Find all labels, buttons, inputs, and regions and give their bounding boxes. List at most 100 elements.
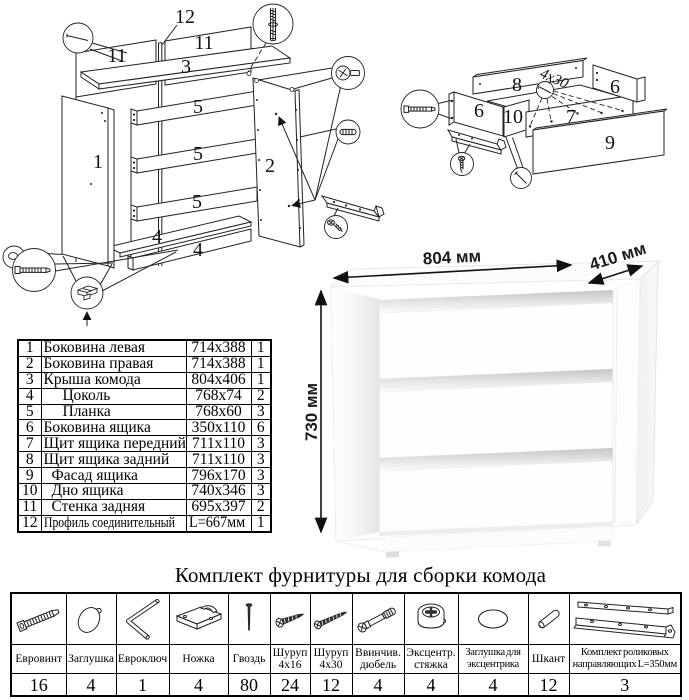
part-number-cell: 6 (17, 419, 42, 437)
cap-icon (77, 607, 102, 633)
part-number-cell: 1 (17, 339, 42, 357)
label-back-right: 11 (194, 32, 213, 54)
part-name-cell: Дно ящика (40, 483, 187, 500)
roller-guides-icon (572, 601, 676, 639)
part-size-cell: 796x170 (185, 467, 252, 485)
wood-dowel-icon (537, 609, 560, 629)
hardware-qty-row: 16 4 1 4 80 24 12 4 4 4 12 3 (10, 673, 682, 697)
part-qty-cell: 6 (250, 419, 272, 437)
hardware-item-qty: 4 (65, 673, 117, 697)
width-dimension-label: 804 мм (422, 246, 481, 268)
drawer-nail-circle (505, 135, 532, 189)
side-panel-right (252, 77, 305, 248)
part-name-cell: Боковина правая (40, 355, 187, 373)
part-name-cell: Боковина ящика (40, 419, 187, 437)
foot-detail-circle (62, 251, 177, 326)
part-qty-cell: 1 (250, 355, 272, 373)
label-drawer-back: 8 (512, 74, 522, 96)
part-qty-cell: 3 (250, 435, 272, 453)
plinth-flat (106, 215, 253, 258)
part-number-cell: 5 (17, 403, 42, 421)
part-size-text: L=667мм (188, 515, 245, 532)
foot-icon (175, 605, 222, 630)
euroscrew-detail-circle (12, 248, 179, 292)
drawer-back-panel (472, 57, 588, 95)
label-side-left: 1 (93, 151, 103, 173)
label-drawer-side-right: 6 (610, 76, 620, 98)
part-name-text: Профиль соединительный (43, 515, 175, 532)
width-arrow (332, 259, 573, 284)
hardware-item-label: Евровинт (10, 644, 67, 674)
depth-arrow (587, 264, 644, 285)
label-drawer-side-left: 6 (474, 100, 484, 122)
part-size-cell: 740x346 (185, 483, 252, 500)
part-qty-cell: 3 (250, 483, 272, 500)
hardware-item-label: Шуруп 4x16 (269, 644, 311, 674)
part-qty-cell: 3 (250, 451, 272, 469)
part-name-cell: Планка (40, 403, 187, 421)
carcass-exploded-diagram: 1 2 3 4 4 5 5 5 11 11 12 (2, 3, 385, 326)
roller-guide-rail (320, 195, 385, 222)
label-plinth-b: 4 (193, 239, 203, 261)
dowel-bolt-detail-circle (246, 3, 294, 76)
part-number-cell: 7 (17, 435, 42, 453)
part-number-cell: 2 (17, 355, 42, 373)
hardware-item-qty: 12 (527, 673, 570, 697)
hardware-item-qty: 3 (568, 673, 682, 697)
part-number-cell: 3 (17, 371, 42, 389)
screw-4x30-callout (528, 81, 624, 128)
part-name-cell: Цоколь (40, 387, 187, 405)
label-drawer-bottom: 10 (503, 106, 523, 128)
part-size-cell: 804x406 (185, 371, 252, 389)
part-number-cell: 12 (17, 514, 42, 533)
cam-lock-icon (417, 603, 447, 629)
plinth-board (127, 228, 252, 271)
label-back-left: 11 (107, 45, 126, 67)
part-size-cell: 350x110 (185, 419, 252, 437)
label-rail-1: 5 (193, 96, 203, 118)
part-size-cell: 768x74 (185, 387, 252, 405)
hardware-item-label: Комплект роликовых направляющих L=350мм (568, 644, 682, 674)
hardware-item-qty: 4 (351, 673, 405, 697)
exploded-diagrams: 1 2 3 4 4 5 5 5 11 11 12 (2, 3, 668, 326)
drawer-side-left (448, 91, 504, 137)
rail-3 (130, 186, 258, 222)
hardware-item-qty: 24 (269, 673, 311, 697)
part-qty-cell: 2 (250, 387, 272, 405)
drawer-screw-circle (450, 152, 474, 176)
dowel-detail-circle (299, 119, 361, 201)
part-number-cell: 4 (17, 387, 42, 405)
part-qty-cell: 3 (250, 467, 272, 485)
drawer-roller-rail (446, 129, 507, 155)
part-qty-cell: 1 (250, 514, 272, 533)
hardware-item-label: Евроключ (115, 644, 170, 674)
drawer-side-right (592, 64, 646, 103)
hardware-table: Евровинт Заглушка Евроключ Ножка Гвоздь … (10, 592, 682, 697)
label-side-right: 2 (265, 155, 275, 177)
part-number-cell: 10 (17, 483, 42, 500)
part-number-cell: 8 (17, 451, 42, 469)
part-qty-cell: 2 (250, 498, 272, 516)
hardware-item-qty: 4 (168, 673, 229, 697)
side-panel-left (61, 95, 115, 269)
part-size-cell: 711x110 (185, 451, 252, 469)
part-number-cell: 9 (17, 467, 42, 485)
part-size-cell: 768x60 (185, 403, 252, 421)
part-size-cell: L=667мм (185, 514, 252, 533)
label-top-panel: 3 (181, 56, 191, 78)
dresser-3d-render (329, 260, 662, 558)
assembled-dresser-view: 804 мм 410 мм 730 мм (302, 245, 662, 558)
nail-detail-circle (62, 22, 128, 62)
part-name-cell: Крыша комода (40, 371, 187, 389)
nail-icon (245, 603, 253, 631)
label-drawer-facade: 9 (605, 132, 615, 154)
